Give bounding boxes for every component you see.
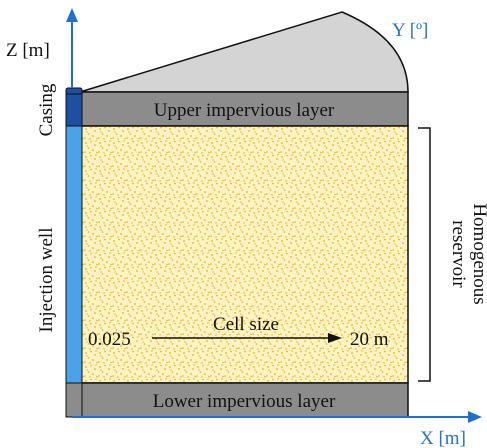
well-casing bbox=[65, 91, 83, 127]
well-bottom bbox=[65, 382, 83, 418]
z-axis-label: Z [m] bbox=[6, 40, 50, 61]
cell-size-arrowhead bbox=[328, 333, 342, 343]
casing-label: Casing bbox=[36, 83, 57, 136]
reservoir-label-line2: reservoir bbox=[448, 220, 469, 288]
lower-layer-label: Lower impervious layer bbox=[153, 391, 336, 412]
injection-well-bar bbox=[65, 125, 83, 384]
well-top-cap bbox=[65, 87, 83, 95]
z-axis-arrowhead bbox=[66, 8, 78, 22]
cell-size-label: Cell size bbox=[213, 314, 279, 335]
cell-size-min: 0.025 bbox=[88, 329, 131, 350]
reservoir-body bbox=[79, 125, 409, 384]
y-axis-label: Y [º] bbox=[392, 20, 428, 41]
reservoir-bracket bbox=[418, 127, 431, 382]
x-axis-label: X [m] bbox=[420, 428, 466, 448]
upper-layer-label: Upper impervious layer bbox=[154, 100, 335, 121]
sector-wedge bbox=[79, 11, 409, 93]
x-axis-arrowhead bbox=[468, 411, 482, 423]
cell-size-max: 20 m bbox=[350, 329, 389, 350]
reservoir-label-line1: Homogenous bbox=[469, 203, 487, 304]
injection-well-label: Injection well bbox=[36, 228, 57, 333]
